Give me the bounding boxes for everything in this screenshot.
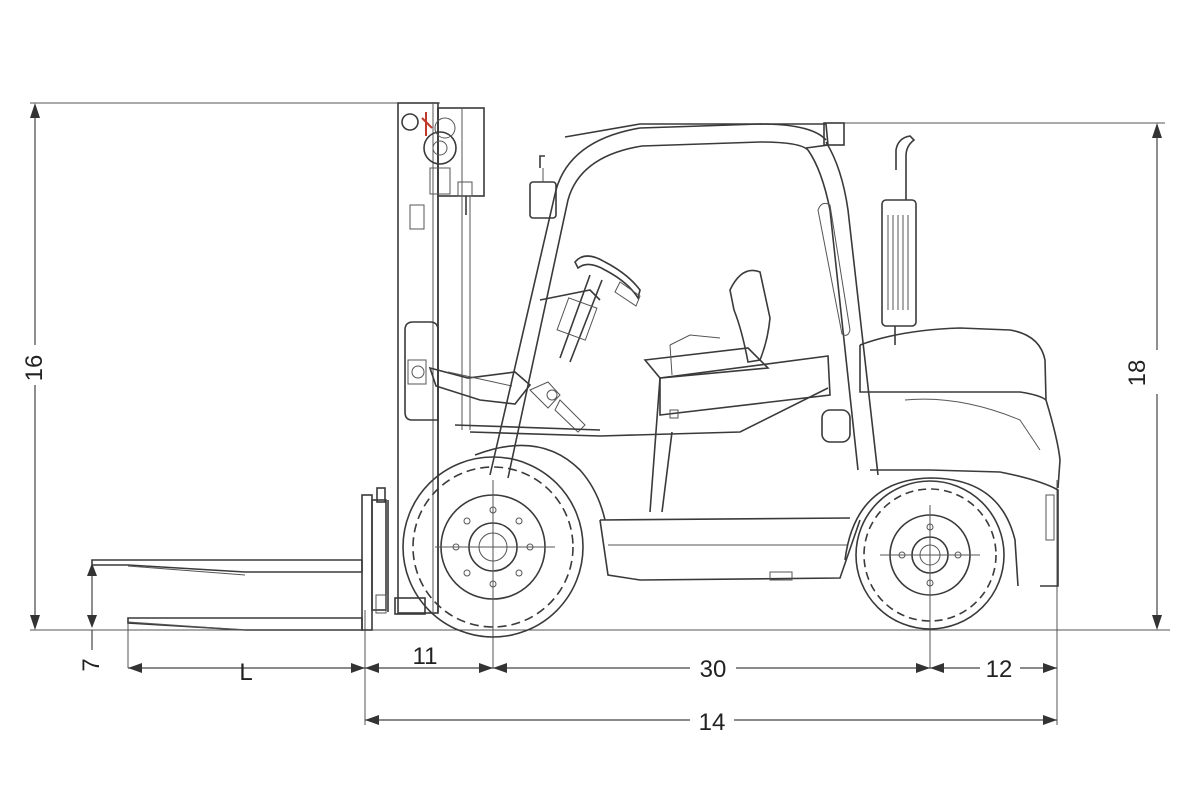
fork-carriage xyxy=(371,487,389,614)
dim-label-16: 16 xyxy=(21,355,48,382)
forks xyxy=(91,494,373,631)
steering-column xyxy=(529,255,641,433)
forklift-body xyxy=(454,327,1061,587)
exhaust-pipe xyxy=(881,135,917,345)
tilt-cylinder xyxy=(404,321,532,421)
dim-overall-height-cab: 18 xyxy=(830,122,1174,630)
dim-label-11: 11 xyxy=(413,643,438,670)
dim-fork-height: 7 xyxy=(78,563,105,672)
dim-horizontal-row: L 11 30 12 xyxy=(127,480,1058,725)
dim-label-7: 7 xyxy=(78,658,105,671)
mirror xyxy=(529,155,557,219)
dim-overall-height-mast: 16 xyxy=(18,102,440,630)
dim-label-18: 18 xyxy=(1124,360,1151,387)
dim-label-L: L xyxy=(239,659,252,686)
dim-label-12: 12 xyxy=(986,656,1013,683)
dim-label-14: 14 xyxy=(699,709,726,736)
rear-wheel xyxy=(855,480,1005,630)
operator-seat xyxy=(643,269,771,379)
overhead-guard xyxy=(489,122,879,479)
dim-overall-length: 14 xyxy=(365,707,1057,736)
dim-label-30: 30 xyxy=(700,656,727,683)
front-wheel xyxy=(402,456,584,638)
